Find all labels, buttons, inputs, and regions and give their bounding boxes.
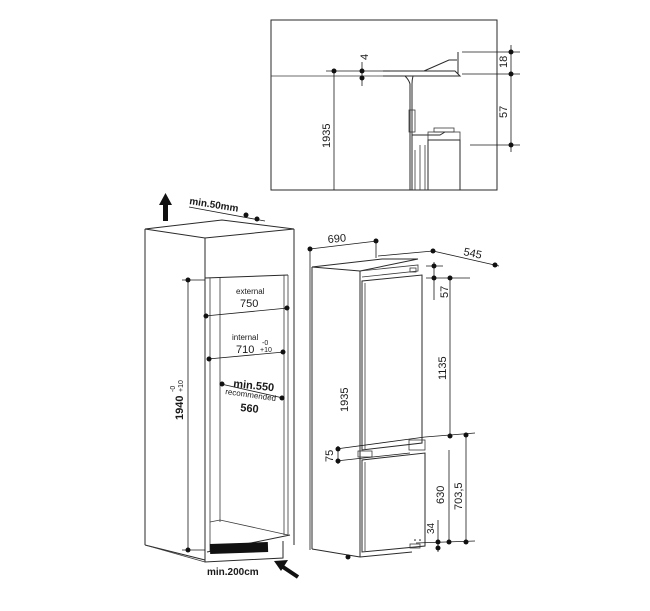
detail-height-label: 1935: [321, 124, 333, 148]
cabinet-height-label: 1940: [174, 396, 186, 420]
cabinet-height-tol-minus: -0: [170, 386, 177, 392]
appliance-depth-label: 545: [462, 246, 482, 262]
internal-value: 710: [236, 344, 254, 356]
internal-label: internal: [232, 333, 258, 342]
cabinet-niche-view: min.50mm 1940 -0 +10 external 75: [144, 193, 300, 579]
detail-gap-label: 4: [359, 54, 371, 60]
detail-hinge-offset-label: 57: [498, 106, 510, 118]
depth-min-label: min.550: [233, 378, 275, 394]
appliance-view: 690 545 57: [307, 232, 500, 560]
external-value: 750: [240, 298, 258, 310]
vent-area-label: min.200cm: [207, 567, 259, 578]
upper-door-label: 1135: [437, 356, 449, 380]
detail-frame: [270, 19, 498, 191]
arrow-up-icon: [159, 193, 172, 221]
appliance-width-label: 690: [327, 232, 346, 246]
cabinet-height-tol-plus: +10: [178, 380, 185, 392]
external-label: external: [236, 287, 265, 296]
arrow-diagonal-icon: [274, 560, 300, 579]
detail-hinge-top-label: 18: [498, 56, 510, 68]
door-gap-label: 75: [324, 450, 336, 462]
vent-grille: [209, 541, 269, 555]
hinge-detail-view: 1935 4 18 57: [270, 19, 520, 191]
lower-door-label: 630: [435, 486, 447, 504]
depth-recommended-value: 560: [240, 402, 260, 416]
bottom-offset-label: 34: [426, 522, 437, 534]
lower-total-label: 703,5: [453, 482, 465, 510]
appliance-height-label: 1935: [339, 388, 351, 412]
appliance-top-offset-label: 57: [439, 286, 451, 298]
internal-tol-plus: +10: [260, 347, 272, 354]
internal-tol-minus: -0: [262, 340, 268, 347]
